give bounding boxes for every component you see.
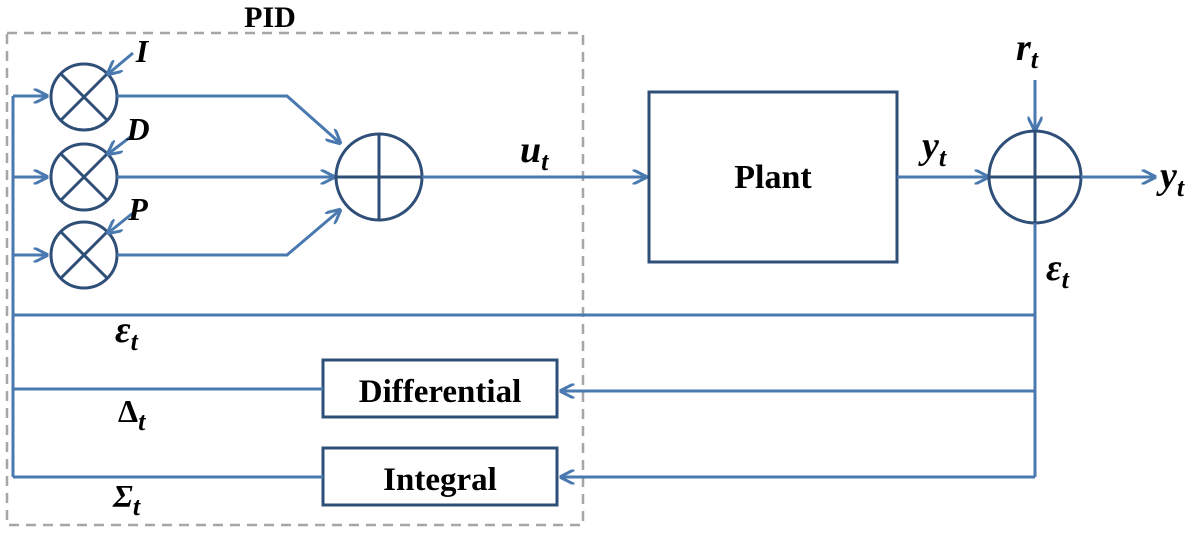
error-label-left: εt <box>115 309 139 356</box>
sigma-label: Σt <box>112 478 141 521</box>
output-summing-node <box>987 129 1083 225</box>
i-to-summer-wire <box>117 94 340 143</box>
differential-label: Differential <box>359 374 522 410</box>
pid-summing-node <box>334 132 424 222</box>
gain-label-p: P <box>127 191 148 227</box>
plant-output-label: yt <box>918 125 947 172</box>
p-multiplier-node <box>49 220 119 290</box>
delta-label: Δt <box>118 393 146 436</box>
integral-block <box>321 446 559 507</box>
pid-frame <box>5 31 585 527</box>
system-output-label: yt <box>1156 155 1185 202</box>
plant-block <box>647 90 899 264</box>
differential-block <box>321 358 559 419</box>
gain-label-d: D <box>125 111 149 147</box>
integral-label: Integral <box>383 462 497 498</box>
i-multiplier-node <box>49 62 119 132</box>
plant-label: Plant <box>734 159 812 196</box>
reference-label: rt <box>1016 27 1039 74</box>
pid-title: PID <box>244 1 296 34</box>
control-signal-label: ut <box>520 129 549 176</box>
p-to-summer-wire <box>117 210 340 257</box>
d-multiplier-node <box>49 142 119 212</box>
gain-label-i: I <box>135 33 150 69</box>
d-gain-arrow <box>108 133 134 154</box>
error-label-right: εt <box>1046 247 1070 294</box>
p-gain-arrow <box>108 211 134 233</box>
i-gain-arrow <box>108 51 134 74</box>
